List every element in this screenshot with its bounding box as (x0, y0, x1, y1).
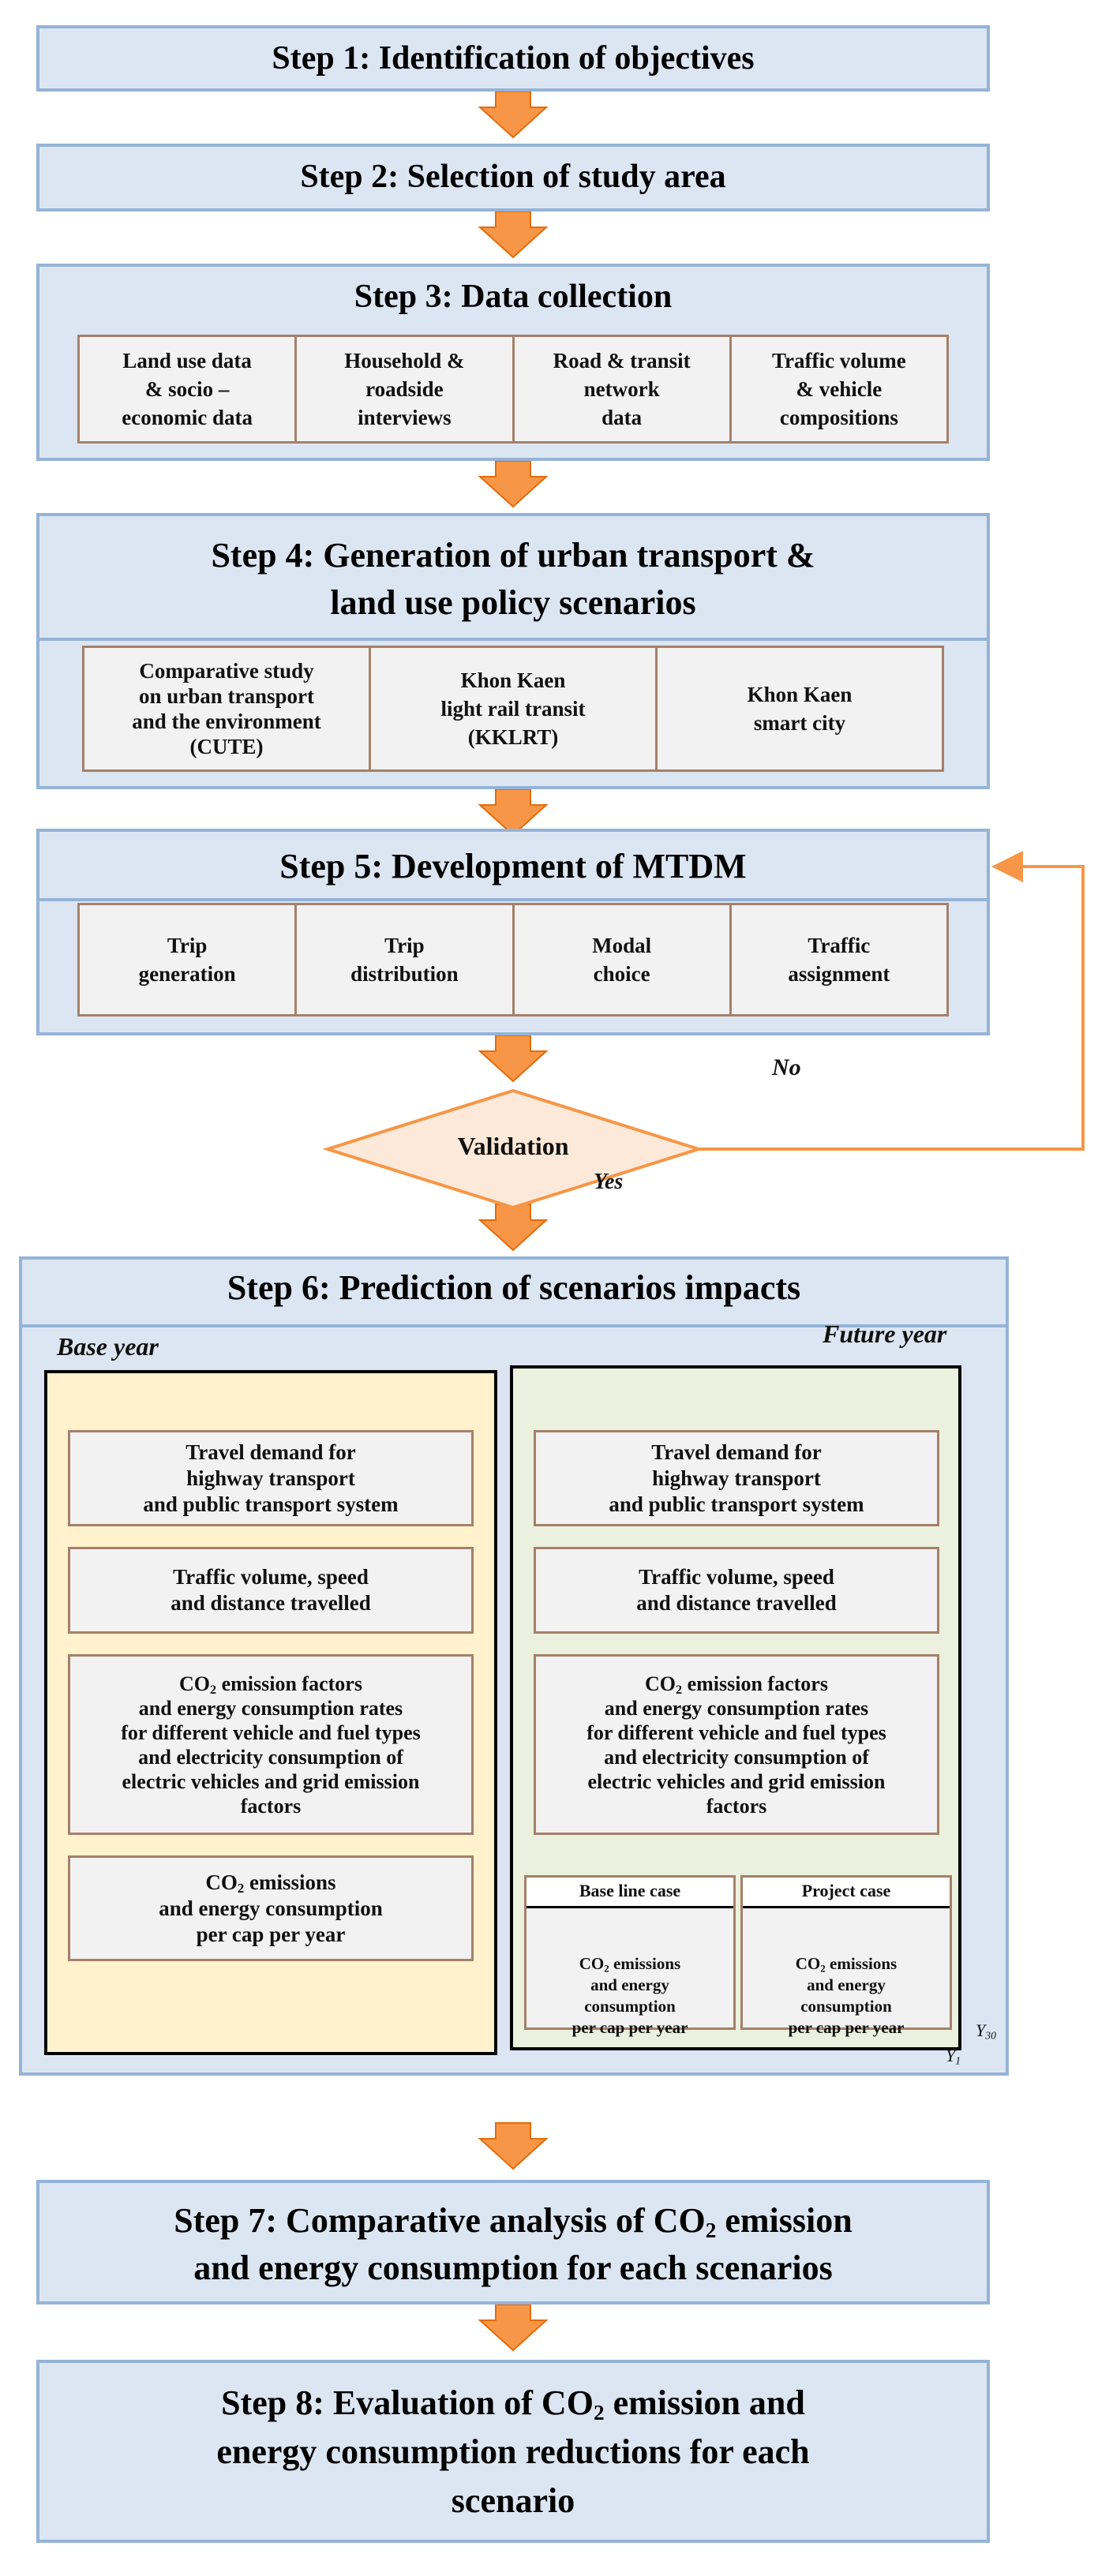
project-case-label: Project case (743, 1878, 950, 1908)
arrow-4-5 (478, 788, 549, 837)
arrow-6-7 (478, 2122, 549, 2170)
arrow-2-3 (478, 211, 549, 259)
baseline-sub: 2 (604, 1962, 609, 1975)
base-emissions-output: CO2 emissions and energy consumption per… (68, 1855, 474, 1961)
step-2-title: Step 2: Selection of study area (300, 159, 726, 195)
y30-label: Y30 (976, 2020, 996, 2042)
arrow-3-4 (478, 460, 549, 508)
validation-yes-label: Yes (594, 1170, 624, 1194)
future-ef-co: CO (645, 1672, 676, 1695)
step-7-box: Step 7: Comparative analysis of CO2 emis… (36, 2180, 990, 2305)
step-4-title-line-1: Step 4: Generation of urban transport & (211, 536, 815, 575)
base-ef-co: CO (179, 1672, 211, 1695)
base-em-sub: 2 (237, 1880, 245, 1896)
step-3-item-household: Household & roadside interviews (297, 337, 515, 441)
validation-no-label: No (772, 1054, 801, 1080)
step-6-title: Step 6: Prediction of scenarios impacts (227, 1268, 801, 1307)
step-3-title: Step 3: Data collection (354, 279, 673, 315)
step-3-item-land-use: Land use data & socio – economic data (80, 337, 298, 441)
base-line-case-label: Base line case (527, 1878, 733, 1908)
step-5-item-modal-choice: Modal choice (514, 905, 732, 1014)
base-travel-demand: Travel demand for highway transport and … (68, 1430, 474, 1526)
project-post: emissions and energy consumption per cap… (788, 1954, 905, 2037)
base-year-label: Base year (57, 1332, 159, 1361)
step-1-box: Step 1: Identification of objectives (36, 25, 990, 92)
future-ef-sub: 2 (676, 1683, 683, 1697)
feedback-loop-line (699, 851, 1085, 1151)
step-4-title-line-2: land use policy scenarios (330, 583, 696, 622)
step-4-item-kklrt: Khon Kaen light rail transit (KKLRT) (371, 648, 658, 769)
validation-diamond (322, 1088, 704, 1210)
future-emission-factors: CO2 emission factors and energy consumpt… (534, 1654, 939, 1835)
base-emission-factors: CO2 emission factors and energy consumpt… (68, 1654, 474, 1835)
baseline-post: emissions and energy consumption per cap… (571, 1954, 688, 2037)
step-5-item-traffic-assignment: Traffic assignment (731, 905, 946, 1014)
step-4-item-cute: Comparative study on urban transport and… (84, 648, 371, 769)
base-em-co: CO (205, 1870, 238, 1894)
y1-label: Y1 (946, 2046, 961, 2067)
future-year-label: Future year (823, 1320, 947, 1348)
arrow-5-validation (478, 1035, 549, 1083)
arrow-validation-6 (478, 1204, 549, 1252)
baseline-co: CO (579, 1954, 605, 1973)
project-case-box: Project case CO2 emissions and energy co… (740, 1875, 952, 2037)
step-4-divider (39, 638, 987, 641)
step-5-items: Trip generation Trip distribution Modal … (77, 903, 949, 1017)
base-ef-post: emission factors and energy consumption … (121, 1672, 421, 1818)
arrow-7-8 (478, 2304, 549, 2352)
base-em-post: emissions and energy consumption per cap… (159, 1870, 383, 1946)
step-3-items: Land use data & socio – economic data Ho… (77, 335, 949, 444)
base-traffic-volume: Traffic volume, speed and distance trave… (68, 1547, 474, 1634)
step-5-title: Step 5: Development of MTDM (279, 847, 747, 886)
validation-label: Validation (457, 1132, 569, 1160)
step-2-box: Step 2: Selection of study area (36, 144, 990, 212)
arrow-1-2 (478, 91, 549, 139)
step-1-title: Step 1: Identification of objectives (272, 40, 755, 77)
step-3-item-traffic-volume: Traffic volume & vehicle compositions (731, 337, 946, 441)
step-4-items: Comparative study on urban transport and… (82, 646, 944, 772)
future-traffic-volume: Traffic volume, speed and distance trave… (534, 1547, 939, 1634)
base-line-case-box: Base line case CO2 emissions and energy … (524, 1875, 736, 2037)
step-4-title: Step 4: Generation of urban transport & … (39, 532, 987, 627)
future-ef-post: emission factors and energy consumption … (586, 1672, 886, 1818)
step-8-box: Step 8: Evaluation of CO2 emission and e… (36, 2360, 990, 2543)
step-5-item-trip-generation: Trip generation (80, 905, 298, 1014)
project-sub: 2 (820, 1962, 826, 1975)
step-5-item-trip-distribution: Trip distribution (297, 905, 515, 1014)
base-ef-sub: 2 (210, 1683, 217, 1697)
step-7-title: Step 7: Comparative analysis of CO2 emis… (174, 2201, 853, 2287)
step-4-item-smart-city: Khon Kaen smart city (658, 648, 942, 769)
step-3-item-road-transit: Road & transit network data (514, 337, 732, 441)
step-8-title: Step 8: Evaluation of CO2 emission and e… (216, 2383, 810, 2520)
project-co: CO (795, 1954, 821, 1973)
future-travel-demand: Travel demand for highway transport and … (534, 1430, 939, 1526)
step-5-divider (39, 898, 987, 901)
step-6-divider (22, 1324, 1006, 1327)
